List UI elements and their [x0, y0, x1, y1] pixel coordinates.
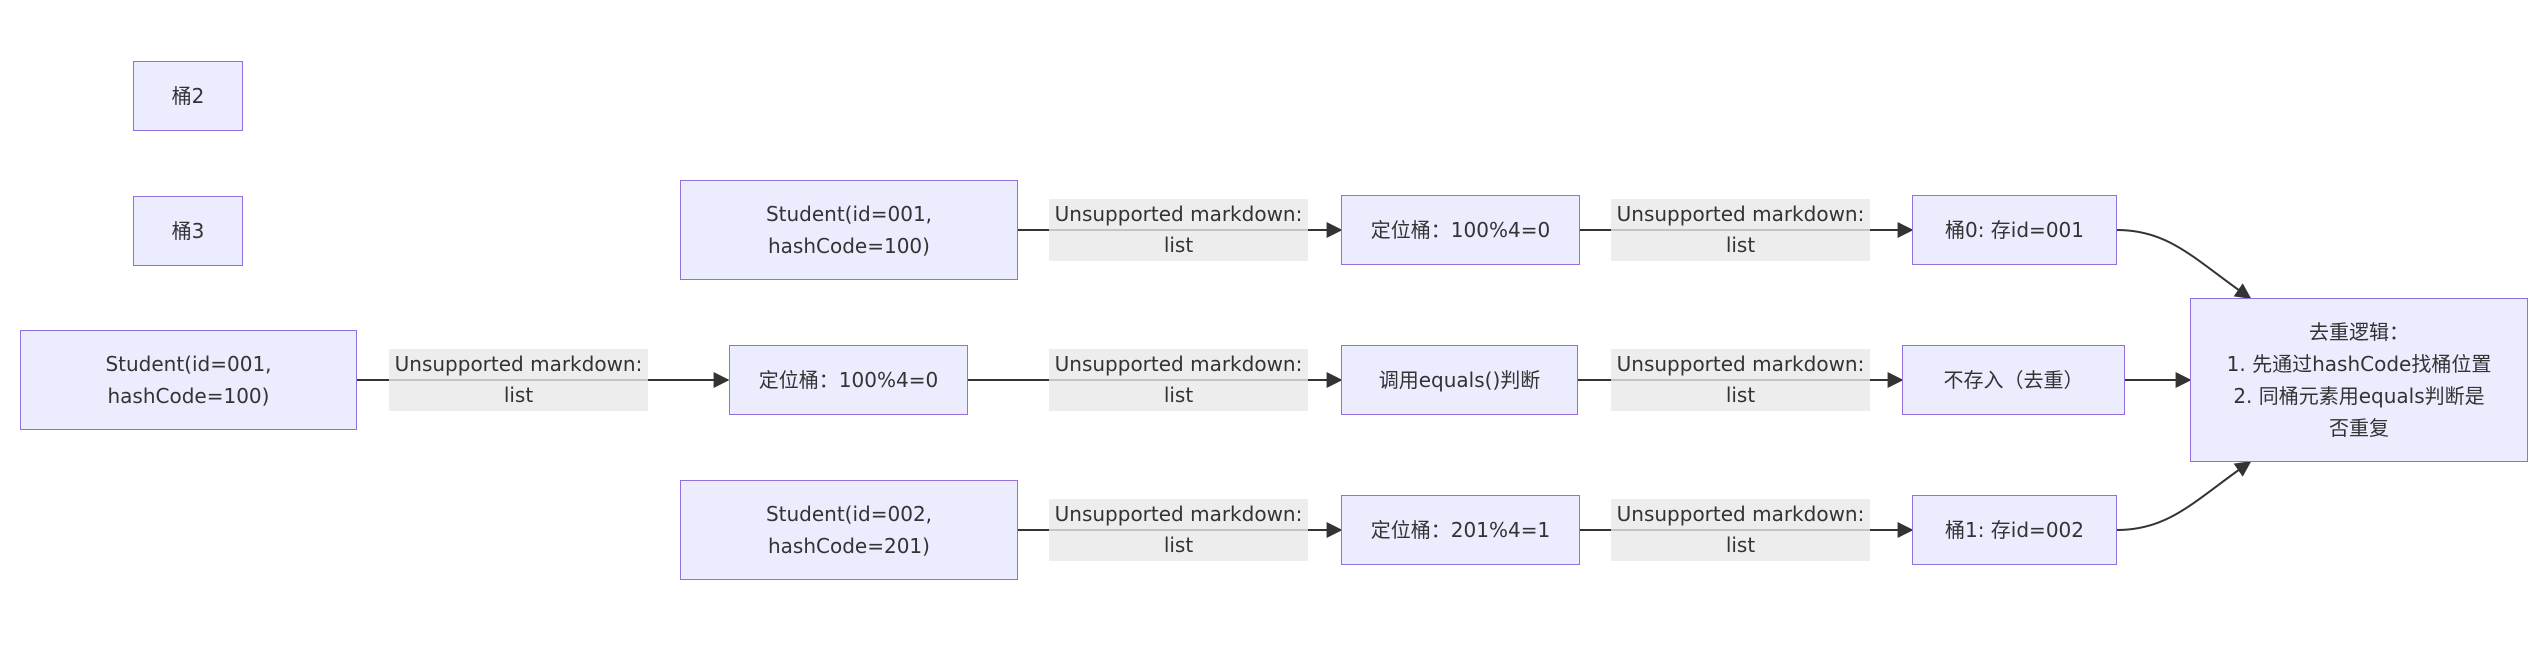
edge-label-r2-b: Unsupported markdown: list [1049, 349, 1308, 411]
node-r3-locate: 定位桶：201%4=1 [1341, 495, 1580, 565]
node-r2-nostore: 不存入（去重） [1902, 345, 2125, 415]
node-bucket2: 桶2 [133, 61, 243, 131]
edge-label-text2: list [1163, 533, 1194, 557]
edge-r3-bucket1-to-dedup [2116, 461, 2252, 531]
edge-label-text1: Unsupported markdown: [1054, 352, 1303, 376]
edge-label-text2: list [1725, 233, 1756, 257]
edge-label-r3-b: Unsupported markdown: list [1611, 499, 1870, 561]
edge-label-text2: list [1725, 383, 1756, 407]
node-r3-student: Student(id=002, hashCode=201) [680, 480, 1018, 580]
node-r1-locate-label: 定位桶：100%4=0 [1370, 218, 1551, 242]
node-dedup-line2: 1. 先通过hashCode找桶位置 [2226, 352, 2492, 376]
edge-label-text2: list [503, 383, 534, 407]
node-r3-student-line1: Student(id=002, [765, 502, 933, 526]
edge-label-text2: list [1163, 233, 1194, 257]
edge-label-text2: list [1725, 533, 1756, 557]
edge-label-r1-b: Unsupported markdown: list [1611, 199, 1870, 261]
node-r3-student-line2: hashCode=201) [768, 534, 930, 558]
node-r2-student-line1: Student(id=001, [105, 352, 272, 376]
node-r1-locate: 定位桶：100%4=0 [1341, 195, 1580, 265]
node-r1-bucket0-label: 桶0: 存id=001 [1944, 218, 2084, 242]
node-r2-student: Student(id=001, hashCode=100) [20, 330, 357, 430]
edge-label-text1: Unsupported markdown: [394, 352, 643, 376]
node-bucket3-label: 桶3 [171, 219, 205, 243]
edge-label-text1: Unsupported markdown: [1616, 502, 1865, 526]
node-r1-student: Student(id=001, hashCode=100) [680, 180, 1018, 280]
node-r2-locate: 定位桶：100%4=0 [729, 345, 968, 415]
node-bucket3: 桶3 [133, 196, 243, 266]
node-dedup-line4: 否重复 [2328, 416, 2389, 440]
node-r3-locate-label: 定位桶：201%4=1 [1370, 518, 1551, 542]
node-r1-student-line2: hashCode=100) [768, 234, 930, 258]
edge-label-text1: Unsupported markdown: [1054, 502, 1303, 526]
node-r2-student-line2: hashCode=100) [107, 384, 270, 408]
node-r1-bucket0: 桶0: 存id=001 [1912, 195, 2117, 265]
node-bucket2-label: 桶2 [171, 84, 205, 108]
node-dedup-line3: 2. 同桶元素用equals判断是 [2233, 384, 2485, 408]
node-r1-student-line1: Student(id=001, [765, 202, 933, 226]
edge-label-text1: Unsupported markdown: [1616, 202, 1865, 226]
edge-label-text1: Unsupported markdown: [1054, 202, 1303, 226]
node-r2-equals-label: 调用equals()判断 [1378, 368, 1541, 392]
edge-label-text2: list [1163, 383, 1194, 407]
node-r2-nostore-label: 不存入（去重） [1943, 368, 2084, 392]
edge-label-r2-a: Unsupported markdown: list [389, 349, 648, 411]
node-r2-locate-label: 定位桶：100%4=0 [758, 368, 939, 392]
edge-label-r1-a: Unsupported markdown: list [1049, 199, 1308, 261]
node-dedup-logic: 去重逻辑： 1. 先通过hashCode找桶位置 2. 同桶元素用equals判… [2190, 298, 2528, 462]
edge-label-text1: Unsupported markdown: [1616, 352, 1865, 376]
node-r3-bucket1: 桶1: 存id=002 [1912, 495, 2117, 565]
edge-label-r3-a: Unsupported markdown: list [1049, 499, 1308, 561]
edge-label-r2-c: Unsupported markdown: list [1611, 349, 1870, 411]
edge-r1-bucket0-to-dedup [2116, 229, 2252, 299]
node-r2-equals: 调用equals()判断 [1341, 345, 1578, 415]
node-r3-bucket1-label: 桶1: 存id=002 [1944, 518, 2084, 542]
node-dedup-line1: 去重逻辑： [2308, 320, 2409, 344]
